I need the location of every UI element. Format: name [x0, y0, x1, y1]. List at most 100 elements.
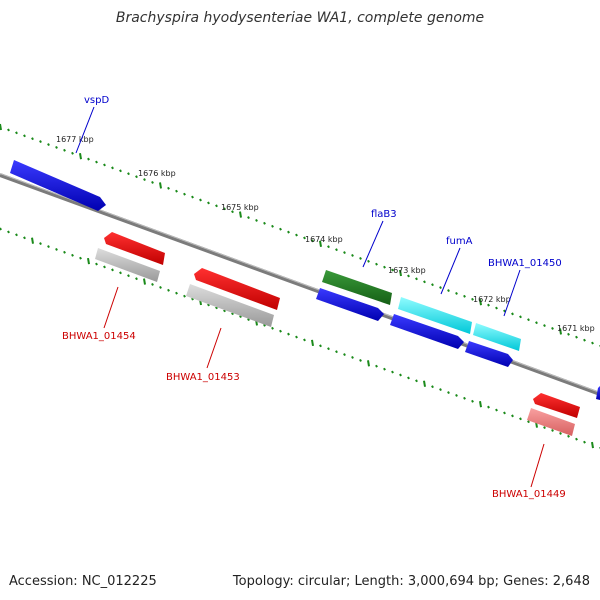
gene-edge[interactable]: [596, 386, 600, 400]
kbp-label: 1677 kbp: [56, 135, 94, 144]
minor-tick: [71, 253, 74, 257]
minor-tick: [391, 370, 394, 374]
minor-tick: [23, 134, 26, 138]
gene-bhwa1-01450-partner[interactable]: [465, 341, 513, 367]
minor-tick: [47, 143, 50, 146]
minor-tick: [7, 230, 10, 234]
minor-tick: [423, 280, 426, 284]
minor-tick: [455, 393, 458, 397]
major-tick: [423, 380, 426, 387]
minor-tick: [167, 186, 170, 190]
gene-fuma[interactable]: [398, 297, 472, 334]
gene-bhwa1-01453-partner[interactable]: [186, 284, 274, 327]
minor-tick: [495, 306, 498, 310]
minor-tick: [503, 309, 506, 313]
gene-bhwa1-01454-partner[interactable]: [95, 248, 160, 282]
upper-tick-track: [0, 123, 600, 348]
minor-tick: [247, 216, 250, 219]
minor-tick: [295, 335, 298, 339]
minor-tick: [583, 338, 586, 342]
major-tick: [239, 211, 242, 218]
minor-tick: [487, 405, 490, 409]
minor-tick: [311, 239, 314, 243]
minor-tick: [351, 356, 354, 359]
minor-tick: [447, 391, 450, 394]
minor-tick: [391, 268, 394, 272]
minor-tick: [271, 326, 274, 330]
kbp-label: 1674 kbp: [305, 235, 343, 244]
lower-tick-track: [0, 227, 600, 450]
minor-tick: [527, 420, 530, 424]
gene-bhwa1-01454[interactable]: [104, 232, 165, 265]
minor-tick: [567, 332, 570, 336]
minor-tick: [0, 227, 2, 231]
gene-bhwa1-01449-partner[interactable]: [527, 408, 575, 436]
minor-tick: [127, 274, 130, 278]
minor-tick: [543, 324, 546, 328]
label-leader-lines: [75, 106, 545, 488]
minor-tick: [407, 274, 410, 278]
minor-tick: [471, 297, 474, 301]
gene-vspd[interactable]: [10, 160, 106, 211]
minor-tick: [271, 224, 274, 228]
minor-tick: [399, 373, 402, 377]
minor-tick: [383, 367, 386, 371]
minor-tick: [431, 283, 434, 287]
minor-tick: [215, 306, 218, 310]
gene-label-bhwa1-01453: BHWA1_01453: [166, 372, 240, 383]
minor-tick: [231, 210, 234, 214]
minor-tick: [543, 426, 546, 430]
minor-tick: [159, 285, 162, 289]
minor-tick: [535, 321, 538, 325]
genome-summary-text: Topology: circular; Length: 3,000,694 bp…: [232, 574, 590, 589]
minor-tick: [471, 399, 474, 403]
minor-tick: [103, 163, 106, 167]
major-tick: [479, 401, 482, 408]
minor-tick: [151, 283, 154, 286]
major-tick: [31, 237, 34, 244]
minor-tick: [503, 411, 506, 415]
minor-tick: [447, 289, 450, 292]
minor-tick: [223, 309, 226, 313]
minor-tick: [415, 379, 418, 383]
minor-tick: [287, 230, 290, 234]
minor-tick: [551, 327, 554, 330]
minor-tick: [335, 248, 338, 252]
minor-tick: [367, 259, 370, 263]
minor-tick: [55, 145, 58, 149]
minor-tick: [103, 265, 106, 269]
gene-bhwa1-01449[interactable]: [533, 393, 580, 418]
minor-tick: [511, 312, 514, 316]
major-tick: [87, 257, 90, 265]
minor-tick: [135, 277, 138, 281]
minor-tick: [303, 236, 306, 240]
gene-label-bhwa1-01450: BHWA1_01450: [488, 258, 562, 269]
minor-tick: [575, 335, 578, 339]
minor-tick: [263, 221, 266, 225]
minor-tick: [591, 341, 594, 345]
minor-tick: [279, 329, 282, 333]
minor-tick: [223, 207, 226, 211]
gene-fuma-partner[interactable]: [390, 314, 464, 349]
minor-tick: [327, 245, 330, 249]
gene-flab3-partner[interactable]: [316, 288, 384, 321]
minor-tick: [183, 192, 186, 196]
minor-tick: [351, 254, 354, 257]
gene-label-flab3: flaB3: [371, 209, 397, 220]
kbp-label: 1673 kbp: [388, 266, 426, 275]
minor-tick: [95, 160, 98, 164]
minor-tick: [239, 315, 242, 319]
gene-bhwa1-01453[interactable]: [194, 268, 280, 310]
kbp-label: 1671 kbp: [557, 324, 595, 333]
kbp-label: 1675 kbp: [221, 203, 259, 212]
minor-tick: [439, 388, 442, 392]
kbp-labels: 1677 kbp 1676 kbp 1675 kbp 1674 kbp 1673…: [56, 135, 595, 333]
gene-flab3[interactable]: [322, 270, 392, 305]
minor-tick: [375, 364, 378, 368]
minor-tick: [167, 288, 170, 292]
gene-bhwa1-01450[interactable]: [473, 323, 521, 351]
minor-tick: [183, 294, 186, 298]
major-tick: [319, 240, 322, 247]
minor-tick: [119, 169, 122, 173]
minor-tick: [463, 396, 466, 400]
